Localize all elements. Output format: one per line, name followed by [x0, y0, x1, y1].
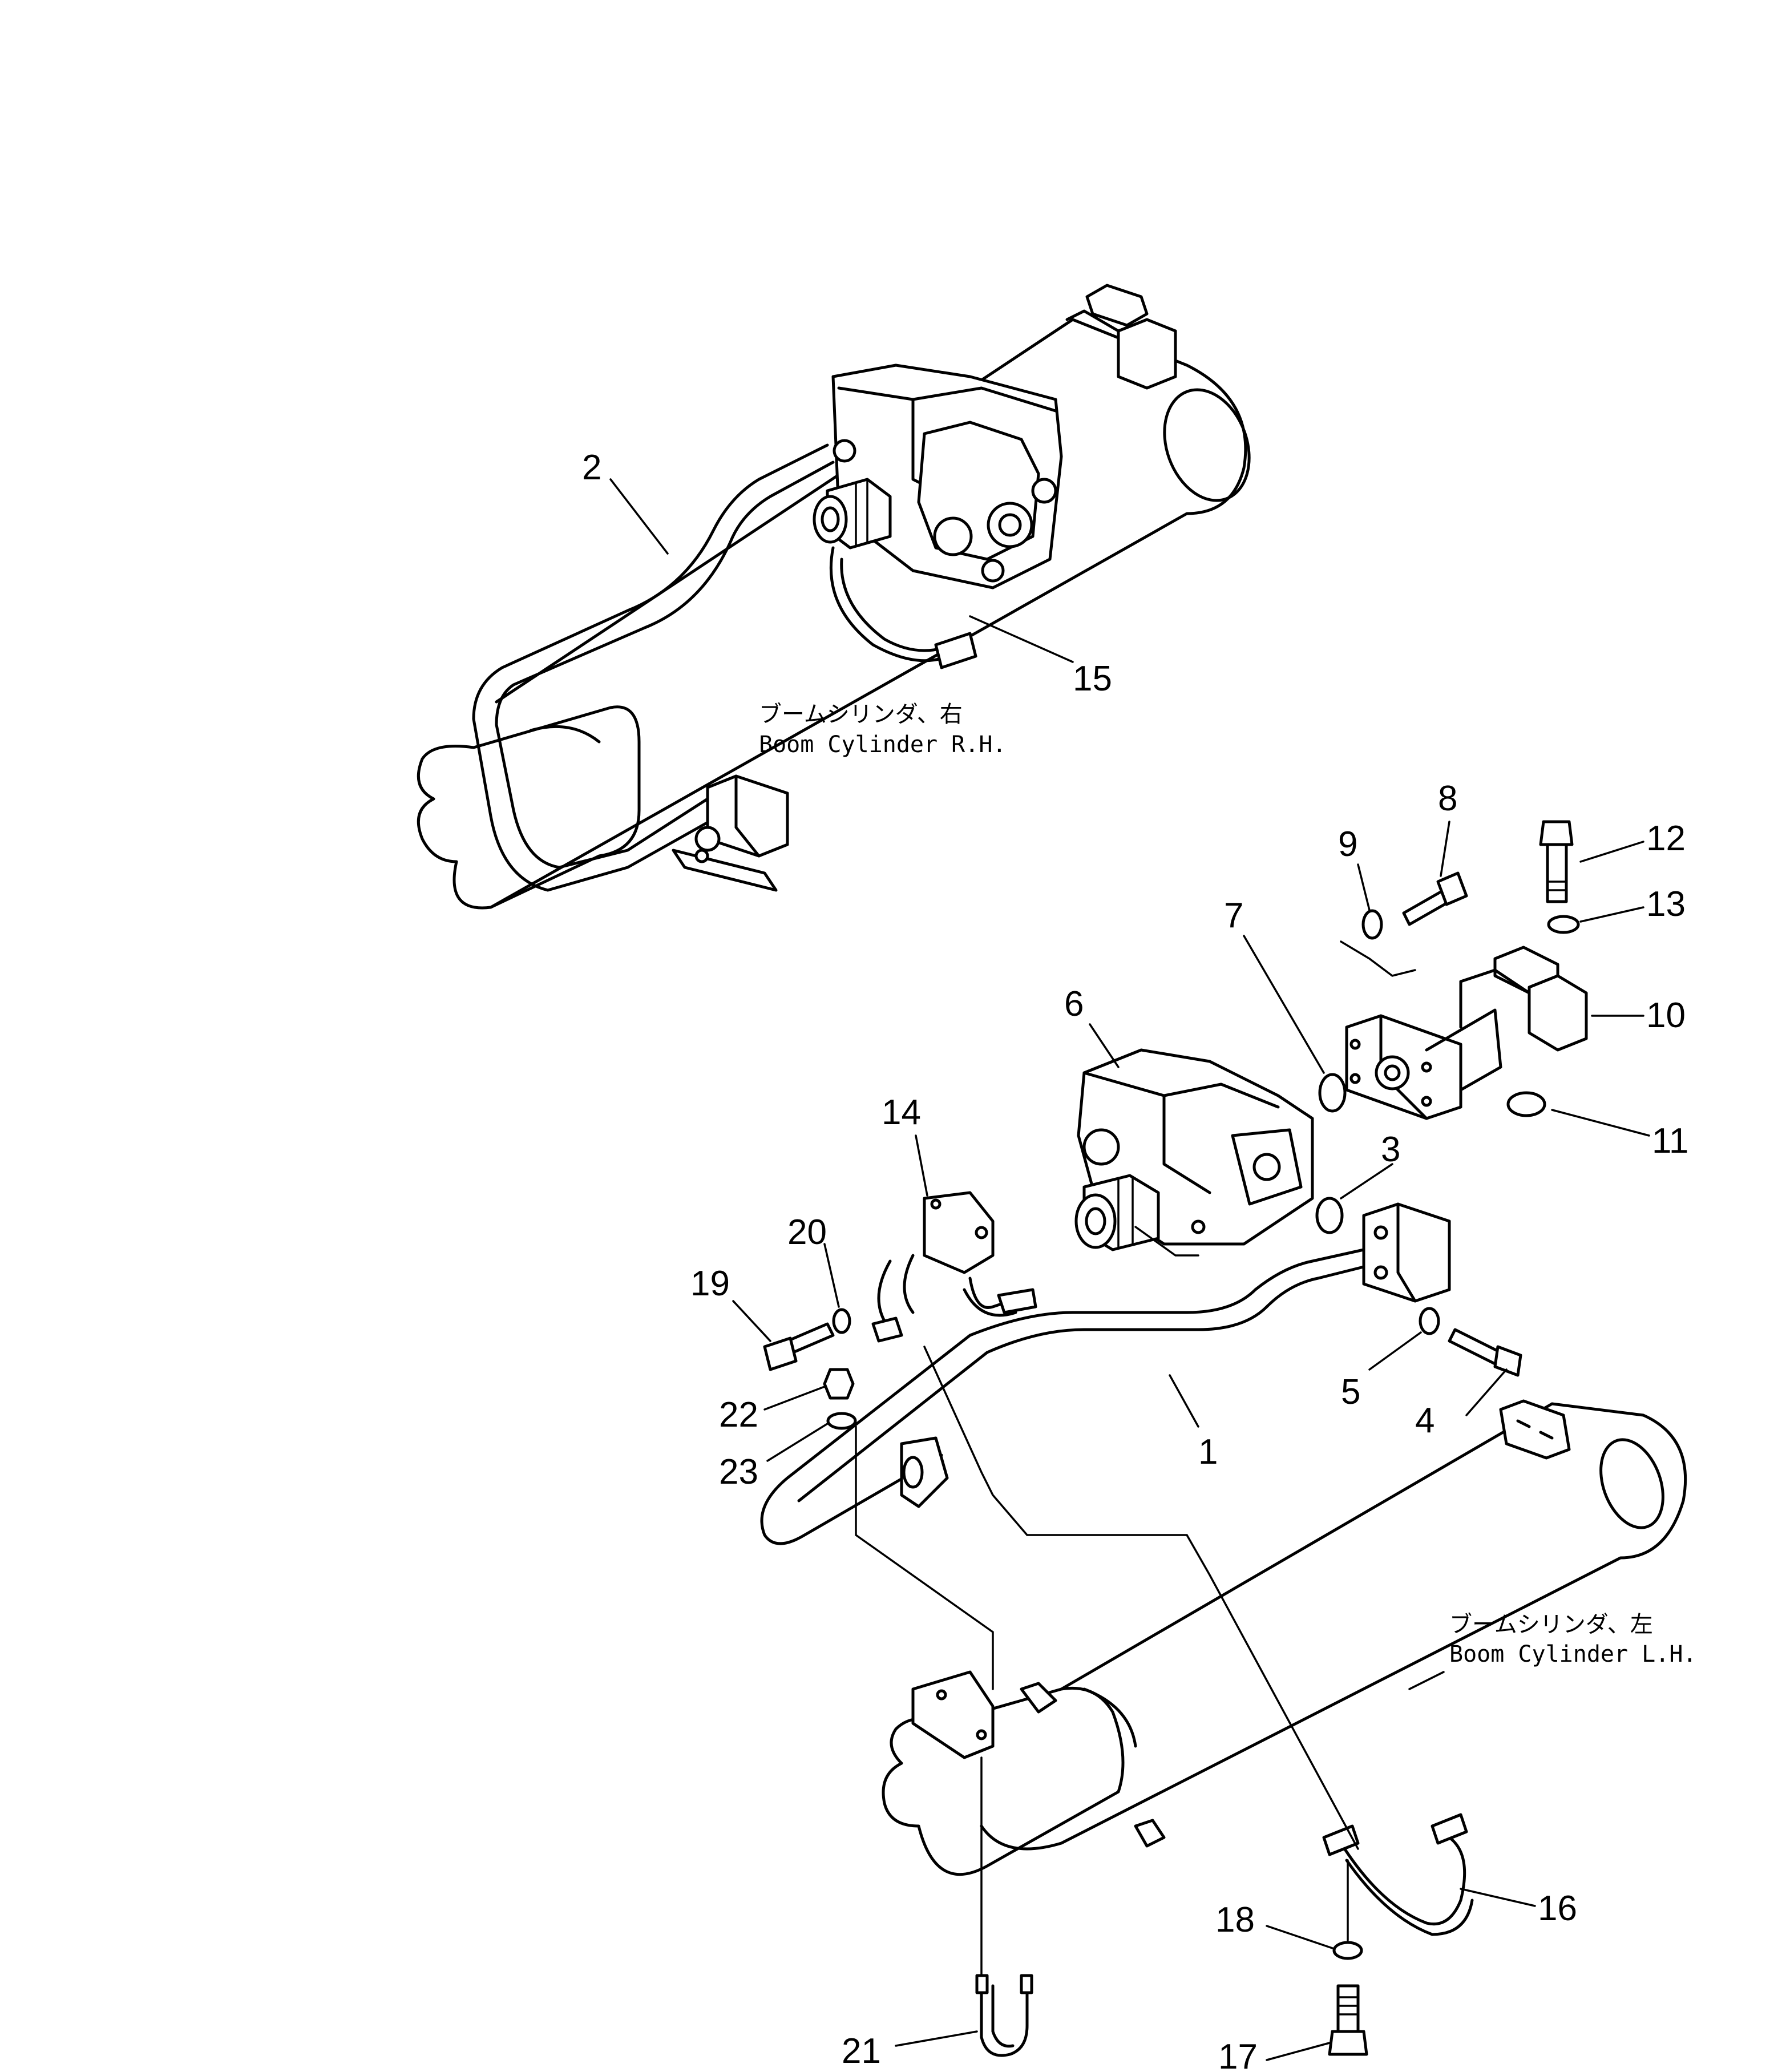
callout-15: 15 [1073, 659, 1112, 698]
callout-8: 8 [1438, 779, 1457, 818]
valve-side-plug [813, 478, 892, 550]
callout-12: 12 [1646, 819, 1686, 858]
caption-rh-en: Boom Cylinder R.H. [759, 732, 1006, 758]
washer-9 [1361, 909, 1383, 940]
o-ring-7 [1318, 1073, 1347, 1113]
bracket-14 [871, 1191, 1037, 1343]
leader-lines [609, 478, 1650, 2061]
caption-lh-en: Boom Cylinder L.H. [1449, 1641, 1696, 1667]
callout-22: 22 [719, 1395, 758, 1435]
callout-7: 7 [1224, 896, 1243, 935]
safety-valve-rh [813, 363, 1063, 589]
cylinder-head-clamp [1065, 284, 1177, 390]
callout-11: 11 [1652, 1121, 1688, 1161]
callout-labels: 2 15 8 12 9 13 7 10 6 14 11 3 20 19 5 4 … [582, 448, 1688, 2072]
callout-18: 18 [1215, 1900, 1255, 1940]
callout-23: 23 [719, 1452, 758, 1492]
washer-5 [1419, 1307, 1440, 1335]
callout-2: 2 [582, 448, 601, 487]
washer-20 [832, 1308, 851, 1334]
bolt-4 [1448, 1328, 1522, 1377]
callout-5: 5 [1341, 1372, 1360, 1412]
caption-rh-jp: ブームシリンダ、右 [759, 701, 963, 728]
tube-end-flange-lh [1362, 1202, 1451, 1303]
bolt-12 [1539, 820, 1574, 903]
washer-13 [1547, 915, 1580, 934]
callout-19: 19 [690, 1264, 730, 1303]
mounting-bracket [911, 1670, 1057, 1759]
bolt-19 [763, 1322, 835, 1371]
callout-20: 20 [787, 1213, 827, 1252]
washer-18 [1332, 1941, 1363, 1960]
tube-end-flange-rh [672, 774, 789, 892]
o-ring-3 [1315, 1197, 1344, 1234]
exploded-parts [1074, 820, 1588, 1257]
boom-cylinder-lh-assembly [760, 1191, 1687, 2057]
boom-cylinder-rh-assembly [417, 284, 1251, 910]
callout-16: 16 [1538, 1889, 1577, 1928]
callout-1: 1 [1198, 1432, 1218, 1472]
block-10 [1345, 946, 1588, 1120]
callout-3: 3 [1381, 1130, 1400, 1169]
safety-valve-6 [1074, 1048, 1314, 1251]
o-ring-11 [1506, 1091, 1546, 1117]
callout-14: 14 [882, 1093, 921, 1132]
callout-4: 4 [1415, 1401, 1435, 1440]
washer-23 [826, 1412, 857, 1430]
band-clamp-15 [829, 546, 977, 669]
nut-22 [823, 1368, 855, 1400]
band-clamp-16 [1322, 1813, 1474, 1936]
callout-13: 13 [1646, 884, 1686, 924]
callout-21: 21 [842, 2031, 881, 2071]
boom-cylinder-lh [882, 1399, 1687, 1876]
hydraulic-tube-2 [472, 443, 835, 892]
callout-6: 6 [1064, 984, 1084, 1024]
hydraulic-tube-1 [760, 1248, 1365, 1545]
callout-17: 17 [1218, 2037, 1258, 2072]
u-bolt-21 [975, 1974, 1033, 2057]
callout-9: 9 [1338, 825, 1357, 864]
bolt-8 [1402, 871, 1468, 926]
bolt-17 [1328, 1984, 1368, 2056]
caption-lh-jp: ブームシリンダ、左 [1449, 1611, 1653, 1638]
callout-10: 10 [1646, 996, 1686, 1035]
captions: ブームシリンダ、右 Boom Cylinder R.H. ブームシリンダ、左 B… [759, 701, 1696, 1667]
